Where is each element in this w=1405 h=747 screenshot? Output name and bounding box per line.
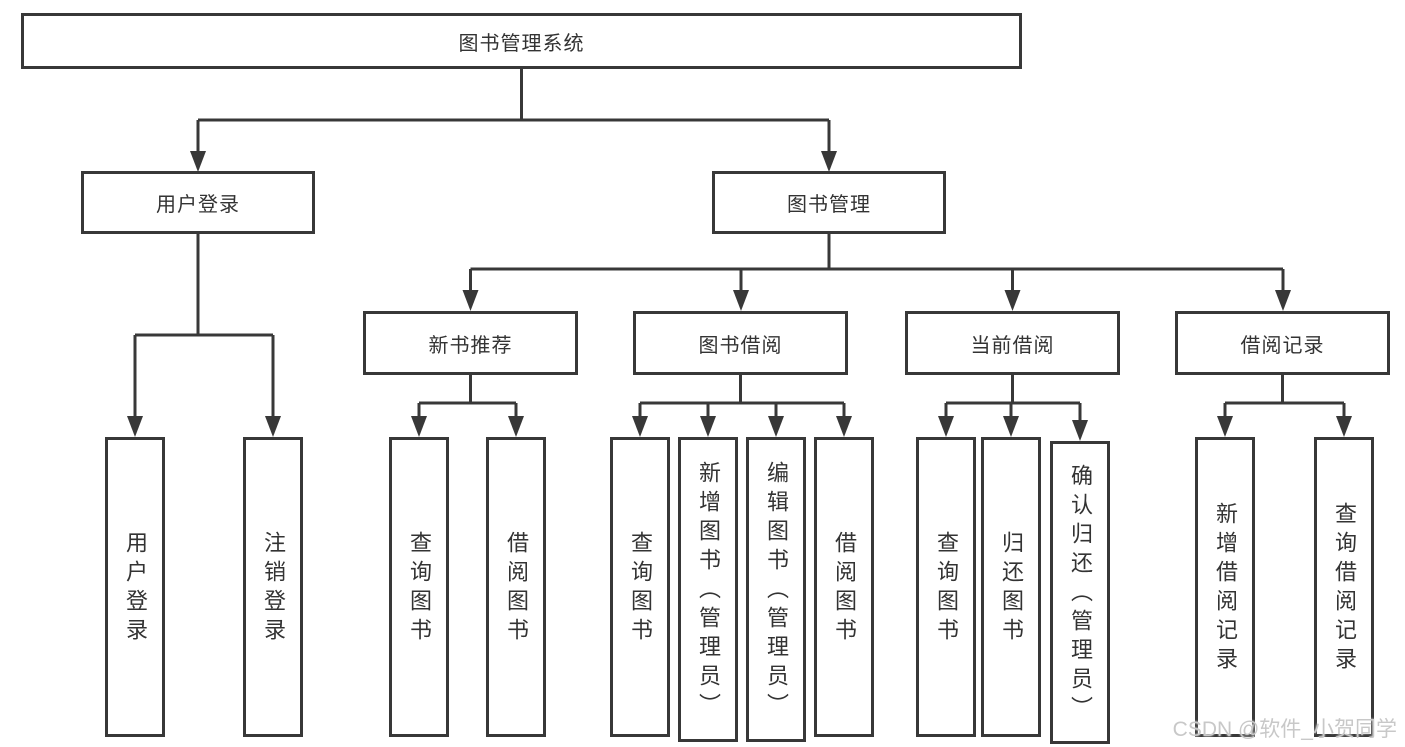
csdn-watermark: CSDN @软件_小贺同学: [1172, 718, 1397, 741]
node-current-borrow: 当前借阅: [905, 311, 1120, 375]
node-book-borrow: 图书借阅: [633, 311, 848, 375]
node-user-login: 用户登录: [81, 171, 315, 234]
leaf-current-query-books: 查询图书: [916, 437, 976, 737]
leaf-user-login: 用户登录: [105, 437, 165, 737]
leaf-current-confirm-return-admin: 确认归还（管理员）: [1050, 441, 1110, 744]
node-book-management: 图书管理: [712, 171, 946, 234]
leaf-newbook-query-books: 查询图书: [389, 437, 449, 737]
node-root-library-system: 图书管理系统: [21, 13, 1022, 69]
leaf-borrow-borrow-books: 借阅图书: [814, 437, 874, 737]
leaf-current-return-books: 归还图书: [981, 437, 1041, 737]
leaf-borrow-edit-books-admin: 编辑图书（管理员）: [746, 437, 806, 742]
leaf-record-query-borrow-record: 查询借阅记录: [1314, 437, 1374, 737]
leaf-borrow-add-books-admin: 新增图书（管理员）: [678, 437, 738, 742]
node-new-book-recommend: 新书推荐: [363, 311, 578, 375]
leaf-logout: 注销登录: [243, 437, 303, 737]
leaf-borrow-query-books: 查询图书: [610, 437, 670, 737]
leaf-record-add-borrow-record: 新增借阅记录: [1195, 437, 1255, 737]
leaf-newbook-borrow-books: 借阅图书: [486, 437, 546, 737]
node-borrow-record: 借阅记录: [1175, 311, 1390, 375]
